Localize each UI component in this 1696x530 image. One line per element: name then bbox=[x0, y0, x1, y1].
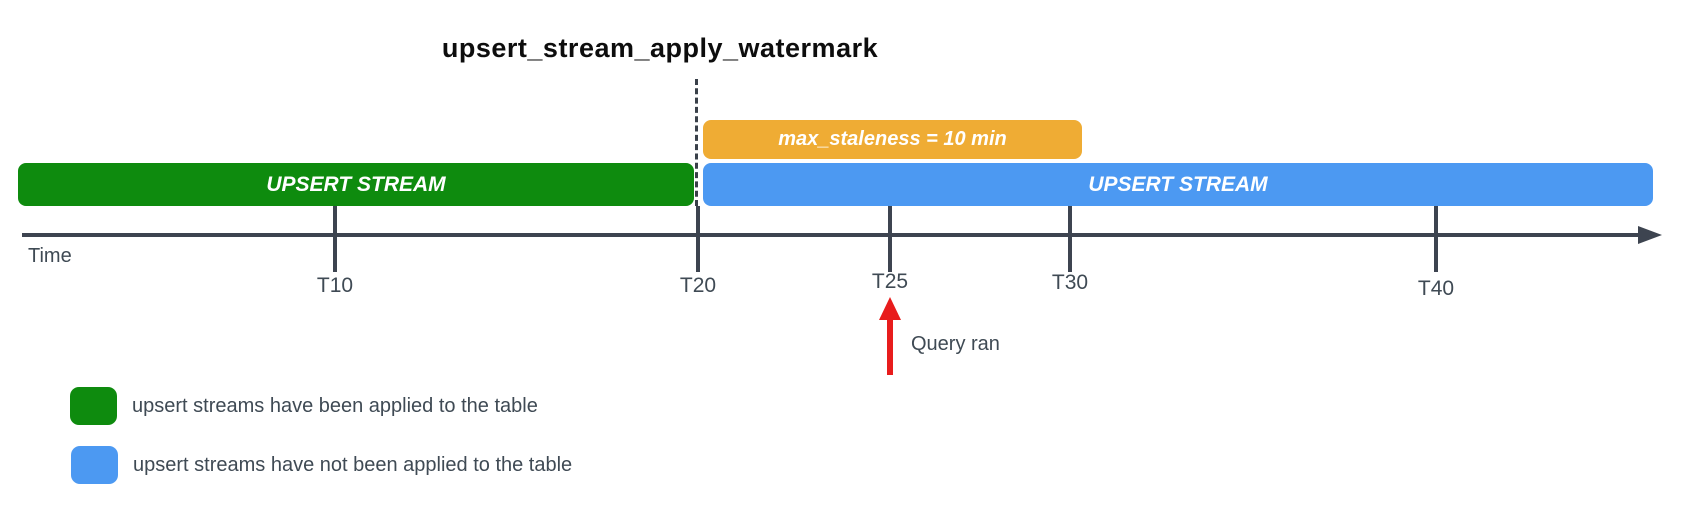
max-staleness-bar: max_staleness = 10 min bbox=[703, 120, 1082, 159]
tick-label-t30: T30 bbox=[1051, 271, 1089, 294]
tick-t10 bbox=[333, 206, 337, 272]
legend-swatch-unapplied bbox=[71, 446, 118, 484]
max-staleness-label: max_staleness = 10 min bbox=[778, 128, 1007, 150]
legend-label-applied: upsert streams have been applied to the … bbox=[132, 395, 538, 417]
upsert-stream-applied-label: UPSERT STREAM bbox=[266, 172, 446, 196]
query-ran-arrow-icon bbox=[879, 297, 901, 320]
tick-label-t25: T25 bbox=[871, 270, 909, 293]
query-ran-label: Query ran bbox=[911, 333, 1000, 355]
tick-label-t20: T20 bbox=[679, 274, 717, 297]
upsert-stream-unapplied-label: UPSERT STREAM bbox=[1088, 172, 1268, 196]
upsert-stream-unapplied-bar: UPSERT STREAM bbox=[703, 163, 1653, 206]
upsert-stream-applied-bar: UPSERT STREAM bbox=[18, 163, 694, 206]
diagram-title: upsert_stream_apply_watermark bbox=[441, 33, 879, 63]
tick-t30 bbox=[1068, 206, 1072, 272]
tick-label-t40: T40 bbox=[1417, 277, 1455, 300]
legend-label-unapplied: upsert streams have not been applied to … bbox=[133, 454, 573, 476]
tick-label-t10: T10 bbox=[316, 274, 354, 297]
time-axis-arrowhead-icon bbox=[1638, 226, 1662, 244]
tick-t25 bbox=[888, 206, 892, 272]
query-ran-arrow-shaft bbox=[887, 318, 893, 375]
time-axis-line bbox=[22, 233, 1640, 237]
watermark-dashed-line bbox=[695, 79, 698, 206]
tick-t20 bbox=[696, 206, 700, 272]
legend-swatch-applied bbox=[70, 387, 117, 425]
time-axis-label: Time bbox=[28, 245, 72, 267]
tick-t40 bbox=[1434, 206, 1438, 272]
